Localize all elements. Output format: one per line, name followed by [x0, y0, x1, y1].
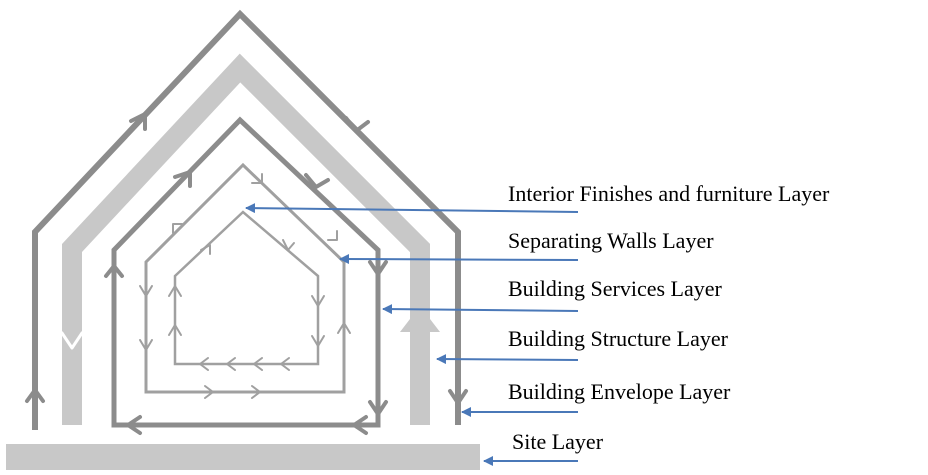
pointer-arrow-interior [245, 203, 579, 214]
chevron-icon [199, 357, 209, 371]
chevron-icon [282, 239, 295, 251]
chevron-icon [448, 389, 468, 405]
chevron-icon [60, 331, 84, 350]
chevron-icon [327, 230, 338, 241]
chevron-icon [168, 324, 182, 336]
label-site: Site Layer [512, 429, 604, 454]
chevron-icon [204, 385, 214, 399]
chevron-icon [129, 112, 147, 131]
chevron-icon [226, 357, 236, 371]
label-interior: Interior Finishes and furniture Layer [508, 181, 830, 206]
chevron-icon [139, 339, 153, 351]
chevron-icon [344, 116, 370, 133]
chevron-icon [337, 322, 351, 334]
chevron-icon [104, 264, 124, 278]
label-services: Building Services Layer [508, 276, 723, 301]
chevron-icon [280, 357, 290, 371]
chevron-icon [168, 285, 182, 297]
chevron-icon [352, 415, 368, 435]
chevron-icon [311, 295, 325, 307]
chevron-icon [25, 388, 45, 403]
chevron-icon [126, 415, 142, 435]
chevron-icon [368, 260, 388, 276]
chevron-icon [251, 173, 263, 184]
services-outline [111, 116, 381, 428]
interior-outline [173, 210, 320, 366]
chevron-icon [253, 357, 263, 371]
label-envelope: Building Envelope Layer [508, 379, 731, 404]
pointer-arrow-services [382, 304, 579, 315]
flow-chevrons [25, 112, 468, 435]
chevron-icon [368, 400, 388, 416]
label-structure: Building Structure Layer [508, 326, 729, 351]
pointer-arrow-walls [339, 254, 579, 265]
site-band [6, 444, 480, 470]
pointer-arrow-structure [436, 354, 579, 365]
chevron-icon [251, 385, 261, 399]
label-walls: Separating Walls Layer [508, 228, 714, 253]
pointer-arrows [245, 203, 579, 466]
walls-outline [144, 162, 346, 394]
chevron-icon [200, 244, 211, 255]
up-arrow-icon [400, 306, 440, 332]
chevron-icon [304, 173, 330, 189]
chevron-icon [173, 170, 192, 188]
chevron-icon [172, 223, 183, 234]
chevron-icon [139, 285, 153, 297]
chevron-icon [311, 335, 325, 347]
envelope-outline [32, 9, 461, 430]
